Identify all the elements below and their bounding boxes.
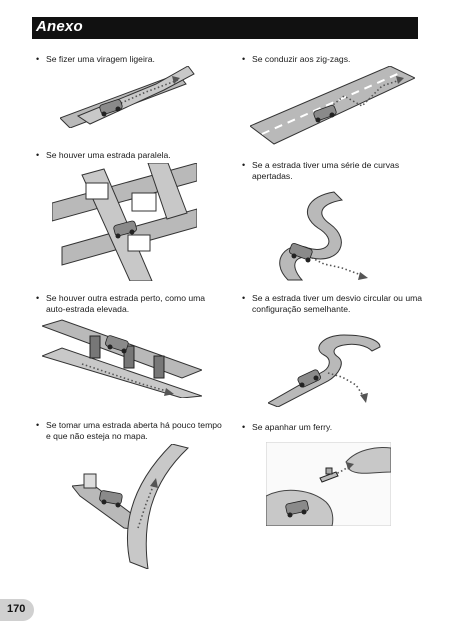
car-icon	[289, 242, 313, 263]
list-item: Se apanhar um ferry.	[240, 422, 430, 433]
item-text: Se tomar uma estrada aberta há pouco tem…	[34, 420, 224, 442]
item-text: Se conduzir aos zig-zags.	[240, 54, 430, 65]
page-number-tab: 170	[0, 599, 34, 621]
illustration-new-road	[72, 444, 190, 569]
illustration-ferry	[266, 442, 391, 526]
illustration-slight-turn	[60, 66, 195, 128]
ferry-icon	[319, 467, 339, 483]
car-icon	[113, 220, 137, 239]
page-number: 170	[7, 603, 26, 615]
section-header-bar: Anexo	[32, 17, 418, 39]
car-icon	[105, 335, 129, 354]
car-icon	[297, 369, 321, 388]
list-item: Se a estrada tiver um desvio circular ou…	[240, 293, 430, 315]
list-item: Se tomar uma estrada aberta há pouco tem…	[34, 420, 224, 442]
list-item: Se houver uma estrada paralela.	[34, 150, 224, 161]
illustration-roundabout	[268, 334, 381, 407]
list-item: Se a estrada tiver uma série de curvas a…	[240, 160, 430, 182]
car-icon	[313, 104, 337, 123]
item-text: Se apanhar um ferry.	[240, 422, 430, 433]
section-title: Anexo	[36, 18, 83, 35]
illustration-elevated-highway	[42, 319, 202, 398]
list-item: Se conduzir aos zig-zags.	[240, 54, 430, 65]
illustration-parallel-road	[52, 163, 197, 281]
car-icon	[99, 490, 123, 508]
list-item: Se houver outra estrada perto, como uma …	[34, 293, 224, 315]
car-icon	[99, 99, 123, 117]
item-text: Se a estrada tiver uma série de curvas a…	[240, 160, 430, 182]
item-text: Se a estrada tiver um desvio circular ou…	[240, 293, 430, 315]
sign-icon	[83, 473, 97, 489]
item-text: Se houver outra estrada perto, como uma …	[34, 293, 224, 315]
list-item: Se fizer uma viragem ligeira.	[34, 54, 224, 65]
item-text: Se fizer uma viragem ligeira.	[34, 54, 224, 65]
illustration-tight-curves	[279, 191, 368, 281]
item-text: Se houver uma estrada paralela.	[34, 150, 224, 161]
illustration-zig-zag	[250, 66, 415, 145]
car-icon	[285, 499, 309, 518]
